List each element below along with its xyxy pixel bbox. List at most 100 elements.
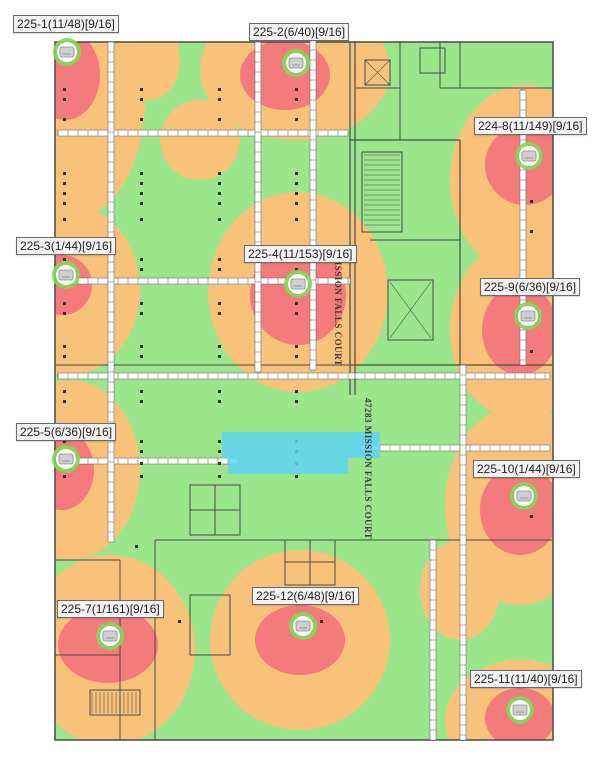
desk-marker bbox=[295, 268, 298, 271]
restroom bbox=[419, 47, 446, 74]
ap-icon-ap-2 bbox=[282, 49, 310, 77]
cubicle-row bbox=[354, 372, 551, 380]
ap-icon-ap-4 bbox=[284, 270, 312, 298]
elevator-cross bbox=[389, 281, 432, 339]
desk-marker bbox=[320, 620, 323, 623]
corridor-room bbox=[189, 594, 231, 656]
desk-marker bbox=[63, 218, 66, 221]
desk-marker bbox=[140, 440, 143, 443]
desk-marker bbox=[63, 475, 66, 478]
desk-marker bbox=[218, 475, 221, 478]
elevator-cross bbox=[364, 59, 391, 86]
ap-label-225-9[interactable]: 225-9(6/36)[9/16] bbox=[480, 278, 581, 296]
desk-marker bbox=[140, 475, 143, 478]
desk-marker bbox=[218, 302, 221, 305]
stair-1 bbox=[361, 151, 403, 233]
desk-marker bbox=[140, 312, 143, 315]
desk-marker bbox=[140, 450, 143, 453]
desk-marker bbox=[140, 118, 143, 121]
access-point-icons bbox=[52, 38, 543, 724]
highlighted-area bbox=[222, 432, 380, 458]
desk-marker bbox=[63, 302, 66, 305]
ap-label-225-12[interactable]: 225-12(6/48)[9/16] bbox=[252, 587, 359, 605]
ap-icon-ap-8 bbox=[515, 142, 543, 170]
router-icon bbox=[295, 620, 311, 632]
desk-marker bbox=[218, 345, 221, 348]
router-icon bbox=[512, 704, 528, 716]
desk-marker bbox=[63, 390, 66, 393]
desk-marker bbox=[140, 345, 143, 348]
desk-marker bbox=[63, 118, 66, 121]
desk-marker bbox=[530, 200, 533, 203]
cubicle-row bbox=[57, 129, 349, 137]
desk-marker bbox=[218, 312, 221, 315]
desk-marker bbox=[295, 182, 298, 185]
ap-label-225-4[interactable]: 225-4(11/153)[9/16] bbox=[244, 245, 357, 263]
desk-marker bbox=[140, 192, 143, 195]
desk-marker bbox=[218, 192, 221, 195]
desk-marker bbox=[140, 302, 143, 305]
ap-label-225-7[interactable]: 225-7(1/161)[9/16] bbox=[57, 600, 164, 618]
fair-coverage-blob bbox=[160, 100, 240, 180]
desk-marker bbox=[140, 182, 143, 185]
desk-marker bbox=[295, 390, 298, 393]
desk-marker bbox=[295, 345, 298, 348]
desk-marker bbox=[140, 258, 143, 261]
ap-icon-ap-5 bbox=[52, 445, 80, 473]
desk-marker bbox=[218, 462, 221, 465]
street-label-1: 6 MISSION FALLS COURT bbox=[333, 245, 343, 367]
desk-marker bbox=[218, 268, 221, 271]
desk-marker bbox=[295, 202, 298, 205]
desk-marker bbox=[63, 182, 66, 185]
street-label-2: 47283 MISSION FALLS COURT bbox=[363, 398, 373, 540]
stair-2 bbox=[89, 689, 141, 716]
ap-label-225-1[interactable]: 225-1(11/48)[9/16] bbox=[13, 15, 119, 33]
desk-marker bbox=[218, 440, 221, 443]
desk-marker bbox=[530, 230, 533, 233]
desk-marker bbox=[295, 302, 298, 305]
stair-treads bbox=[91, 59, 432, 713]
desk-marker bbox=[140, 98, 143, 101]
desk-marker bbox=[140, 88, 143, 91]
cubicle-row bbox=[359, 444, 551, 452]
desk-marker bbox=[295, 312, 298, 315]
desk-marker bbox=[63, 202, 66, 205]
elevator bbox=[364, 59, 391, 86]
ap-icon-ap-11 bbox=[506, 696, 534, 724]
ap-label-225-2[interactable]: 225-2(6/40)[9/16] bbox=[249, 23, 350, 41]
ap-icon-ap-3 bbox=[52, 261, 80, 289]
desk-marker bbox=[140, 268, 143, 271]
ap-label-224-8[interactable]: 224-8(11/149)[9/16] bbox=[474, 117, 587, 135]
router-icon bbox=[521, 150, 537, 162]
desk-marker bbox=[218, 118, 221, 121]
desk-marker bbox=[530, 515, 533, 518]
ap-icon-ap-7 bbox=[96, 622, 124, 650]
router-icon bbox=[520, 310, 536, 322]
ap-icon-ap-1 bbox=[53, 38, 81, 66]
desk-marker bbox=[63, 400, 66, 403]
desk-marker bbox=[218, 182, 221, 185]
desk-marker bbox=[140, 172, 143, 175]
router-icon bbox=[290, 278, 306, 290]
desk-marker bbox=[218, 202, 221, 205]
desk-marker bbox=[140, 355, 143, 358]
desk-marker bbox=[295, 475, 298, 478]
desk-marker bbox=[140, 400, 143, 403]
desk-marker bbox=[295, 192, 298, 195]
ap-label-225-11[interactable]: 225-11(11/40)[9/16] bbox=[470, 670, 582, 688]
ap-label-225-3[interactable]: 225-3(1/44)[9/16] bbox=[16, 237, 117, 255]
router-icon bbox=[288, 57, 304, 69]
desk-marker bbox=[218, 172, 221, 175]
cubicle-column bbox=[309, 39, 317, 371]
desk-marker bbox=[218, 98, 221, 101]
desk-marker bbox=[135, 545, 138, 548]
desk-marker bbox=[63, 355, 66, 358]
ap-label-225-5[interactable]: 225-5(6/36)[9/16] bbox=[16, 423, 117, 441]
router-icon bbox=[58, 269, 74, 281]
desk-marker bbox=[63, 312, 66, 315]
desk-marker bbox=[295, 172, 298, 175]
desk-marker bbox=[295, 98, 298, 101]
ap-label-225-10[interactable]: 225-10(1/44)[9/16] bbox=[473, 460, 580, 478]
